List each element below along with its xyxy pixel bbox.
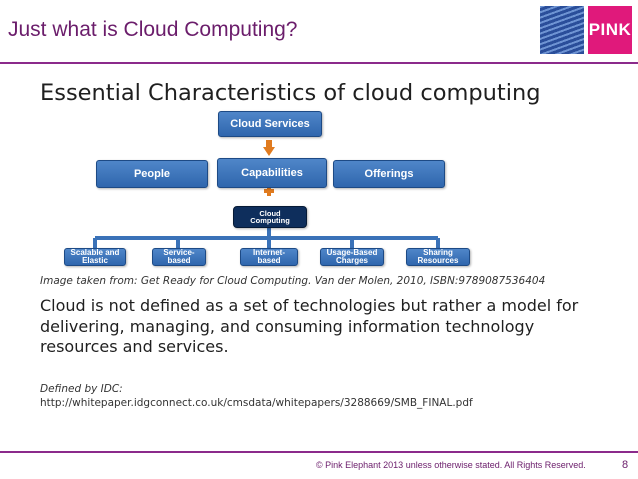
cloud-computing-box: Cloud Computing bbox=[233, 206, 307, 228]
core-line-2: Computing bbox=[250, 216, 290, 225]
leaf-line: Charges bbox=[335, 256, 368, 265]
leaf-line: Service- bbox=[163, 248, 195, 257]
image-caption: Image taken from: Get Ready for Cloud Co… bbox=[40, 275, 546, 287]
page-number: 8 bbox=[622, 459, 629, 471]
arrow-up-icon bbox=[263, 140, 275, 156]
leaf-scalable-elastic: Scalable and Elastic bbox=[64, 248, 126, 266]
people-box: People bbox=[96, 160, 208, 188]
branch-lines bbox=[93, 226, 440, 248]
leaf-line: Internet- bbox=[253, 248, 285, 257]
elephant-logo-icon bbox=[540, 6, 584, 54]
cloud-services-box: Cloud Services bbox=[218, 111, 322, 137]
footer-divider bbox=[0, 451, 638, 453]
leaf-sharing-resources: Sharing Resources bbox=[406, 248, 470, 266]
diagram-image: Essential Characteristics of cloud compu… bbox=[40, 70, 600, 440]
diagram-connectors bbox=[93, 140, 440, 248]
leaf-line: based bbox=[257, 256, 281, 265]
capabilities-box: Capabilities bbox=[217, 158, 327, 188]
leaf-service-based: Service- based bbox=[152, 248, 206, 266]
diagram-heading: Essential Characteristics of cloud compu… bbox=[40, 80, 541, 106]
leaf-internet-based: Internet- based bbox=[240, 248, 298, 266]
leaf-line: Scalable and bbox=[70, 248, 120, 257]
pink-elephant-logo: PINK bbox=[540, 6, 632, 54]
leaf-line: Elastic bbox=[82, 256, 108, 265]
source-url: http://whitepaper.idgconnect.co.uk/cmsda… bbox=[40, 397, 473, 409]
leaf-usage-based-charges: Usage-Based Charges bbox=[320, 248, 384, 266]
cloud-definition: Cloud is not defined as a set of technol… bbox=[40, 296, 579, 356]
leaf-line: based bbox=[167, 256, 191, 265]
leaf-line: Sharing bbox=[423, 248, 453, 257]
header-divider bbox=[0, 62, 638, 64]
copyright-footer: © Pink Elephant 2013 unless otherwise st… bbox=[316, 460, 586, 470]
leaf-line: Resources bbox=[417, 256, 459, 265]
logo-wordmark: PINK bbox=[588, 6, 632, 54]
core-line-1: Cloud bbox=[259, 208, 281, 218]
offerings-box: Offerings bbox=[333, 160, 445, 188]
defined-by-label: Defined by IDC: bbox=[40, 383, 123, 395]
slide-title: Just what is Cloud Computing? bbox=[8, 18, 298, 41]
plus-icon bbox=[264, 186, 274, 196]
leaf-line: Usage-Based bbox=[326, 248, 378, 257]
